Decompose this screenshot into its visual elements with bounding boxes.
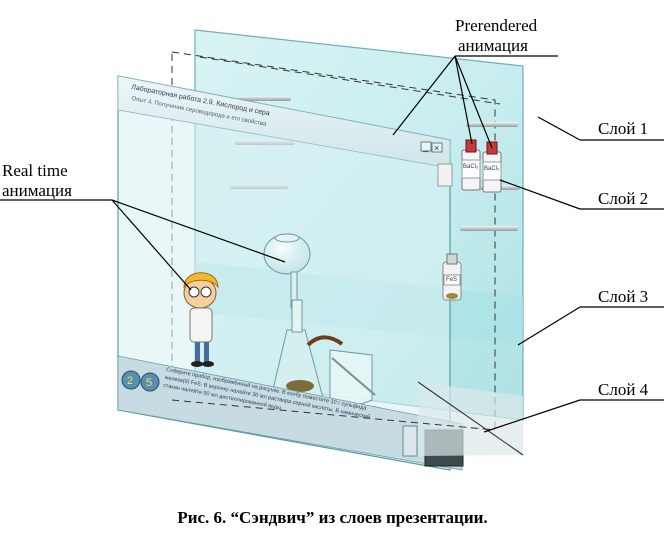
layer3-dashed-top-extra — [199, 56, 501, 105]
label-layer4: Слой 4 — [598, 380, 649, 399]
bottle-label-right: BaCl₂ — [484, 166, 500, 172]
close-button[interactable] — [431, 142, 443, 153]
app-bottom-bar — [117, 355, 463, 471]
bottle-label-left: BaCl₂ — [463, 164, 479, 170]
label-realtime-2: анимация — [2, 181, 72, 200]
side-tool-button[interactable] — [402, 425, 418, 457]
layer4-floor-edge — [417, 381, 524, 456]
lab-apparatus — [263, 233, 376, 406]
bottle-label-small: FeS — [446, 277, 458, 283]
nav-step-button-1[interactable] — [121, 370, 141, 390]
minimize-icon: _ — [422, 142, 429, 152]
nav-step-number-2: 5 — [146, 377, 152, 389]
label-layer3: Слой 3 — [598, 287, 649, 306]
minimize-button[interactable] — [420, 141, 432, 152]
reagent-bottles — [437, 139, 502, 193]
small-bottle — [442, 253, 462, 301]
callout-lines — [0, 55, 664, 433]
figure-caption: Рис. 6. “Сэндвич” из слоев презентации. — [177, 508, 488, 527]
label-layer1: Слой 1 — [598, 119, 649, 138]
dashed-bottom — [171, 399, 496, 431]
close-icon: × — [434, 143, 439, 153]
label-realtime: Real time — [2, 161, 68, 180]
label-layer2: Слой 2 — [598, 189, 649, 208]
professor-character — [183, 272, 219, 367]
nav-step-button-2[interactable] — [140, 372, 160, 392]
label-prerendered-2: анимация — [458, 36, 528, 55]
nav-step-number-1: 2 — [127, 375, 133, 387]
label-prerendered: Prerendered — [455, 16, 538, 35]
